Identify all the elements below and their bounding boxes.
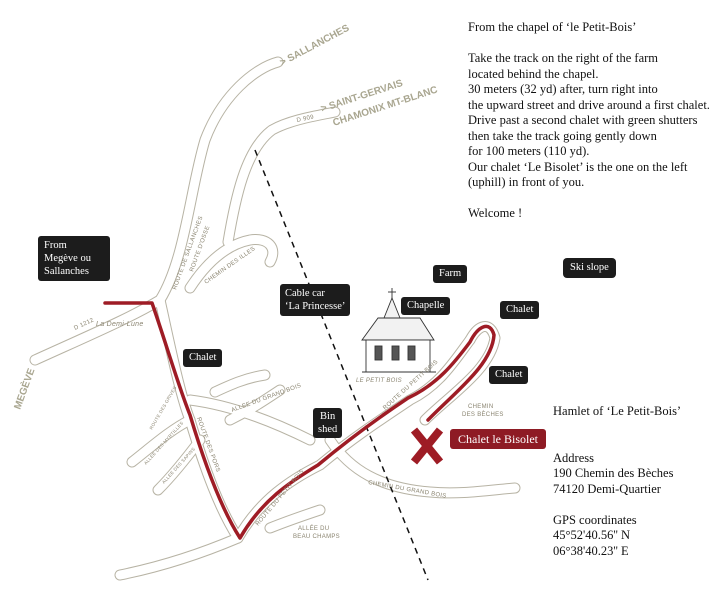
cable-car-line-2: ‘La Princesse’ [285,301,346,312]
from-line-3: Sallanches [44,266,89,277]
chemin-beches-label-1: CHEMIN [468,404,493,410]
gps-longitude: 06°38'40.23'' E [553,543,629,558]
chalet-badge-right-upper: Chalet [500,301,540,319]
ski-slope-badge: Ski slope [563,258,616,278]
directions-line-3: 30 meters (32 yd) after, turn right into [468,82,658,96]
bin-shed-line-1: Bin [320,411,336,422]
address-street: 190 Chemin des Bèches [553,466,674,480]
le-petit-bois-label: LE PETIT BOIS [356,378,402,384]
allee-sapins-label: ALLEE DES SAPINS [161,446,196,484]
gps-title: GPS coordinates [553,512,637,527]
directions-line-6: then take the track going gently down [468,128,657,143]
directions-line-5: Drive past a second chalet with green sh… [468,113,698,127]
cable-car-line-1: Cable car [285,288,325,299]
directions-line-8: Our chalet ‘Le Bisolet’ is the one on th… [468,159,688,174]
chalet-bisolet-marker [410,427,444,465]
directions-welcome: Welcome ! [468,206,523,220]
chalet-bisolet-badge: Chalet le Bisolet [450,429,546,449]
from-line-1: From [44,240,67,251]
chapel-drawing [361,288,436,373]
directions-line-1: Take the track on the right of the farm [468,51,659,65]
chalet-badge-right-lower: Chalet [489,366,529,384]
chemin-beches-label-2: DES BÈCHES [462,411,504,418]
cable-car-badge: Cable car ‘La Princesse’ [280,284,351,316]
directions-line-4: the upward street and drive around a fir… [468,97,710,112]
from-megeve-sallanches-badge: From Megève ou Sallanches [38,236,110,281]
directions-block: From the chapel of ‘le Petit-Bois’ Take … [468,20,710,222]
directions-line-2: located behind the chapel. [468,66,599,81]
allee-beau-champs-label-2: BEAU CHAMPS [293,534,340,540]
bin-shed-badge: Bin shed [313,408,343,438]
directions-line-7: for 100 meters (110 yd). [468,144,590,158]
chapelle-badge: Chapelle [401,297,451,315]
bin-shed-line-2: shed [318,424,338,435]
directions-heading: From the chapel of ‘le Petit-Bois’ [468,20,637,34]
allee-grand-bois-label: ALLEE DU GRAND BOIS [231,383,303,414]
chalet-badge-left: Chalet [183,349,223,367]
farm-badge: Farm [433,265,468,283]
highlighted-route [103,301,496,540]
demi-lune-label: La Demi-Lune [96,321,144,328]
directions-line-9: (uphill) in front of you. [468,175,585,189]
address-city: 74120 Demi-Quartier [553,481,661,496]
sallanches-label: > SALLANCHES [278,23,351,69]
address-title: Address [553,450,594,465]
d909-label: D 909 [296,114,315,124]
from-line-2: Megève ou [44,253,91,264]
hamlet-name: Hamlet of ‘Le Petit-Bois’ [553,404,682,418]
cable-car-line [254,149,429,581]
allee-beau-champs-label-1: ALLÉE DU [298,525,329,532]
address-block: Hamlet of ‘Le Petit-Bois’ Address 190 Ch… [553,404,681,559]
megeve-label: MEGÈVE [11,366,38,411]
gps-latitude: 45°52'40.56'' N [553,528,631,542]
